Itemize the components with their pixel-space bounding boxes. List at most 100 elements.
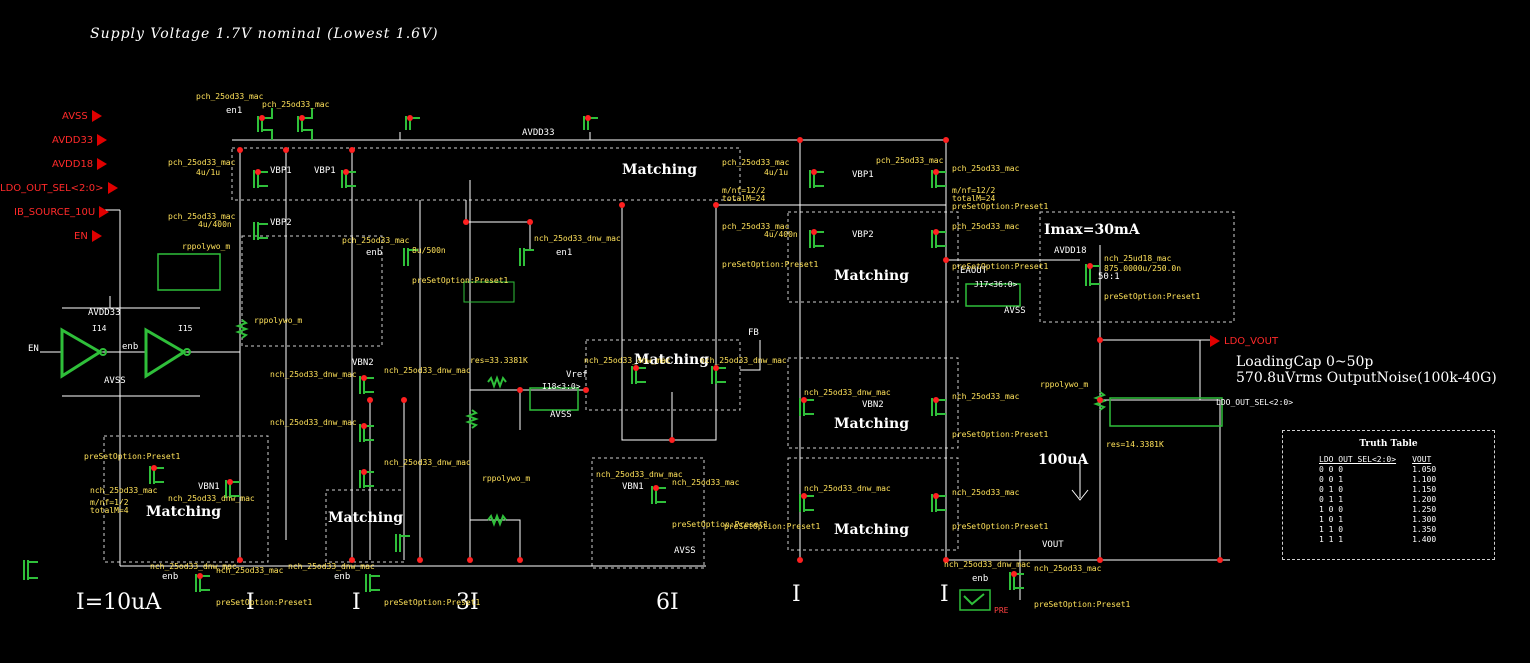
dev-label: nch_25od33_dnw_mac [384, 458, 471, 467]
matching-label-top: Matching [622, 162, 698, 178]
resistor-r-ladder [235, 319, 249, 339]
inst-ratio: 50:1 [1098, 272, 1120, 282]
dev-label: pch_25od33_mac [722, 158, 790, 167]
nmos-m3 [799, 398, 814, 416]
dev-label: preSetOption:Preset1 [724, 522, 821, 531]
dev-label: pch_25od33_mac [952, 164, 1020, 173]
table-cell: 1.400 [1412, 535, 1437, 544]
pin-label: AVSS [62, 111, 88, 122]
nmos-m8 [225, 480, 240, 498]
dev-label: totalM=4 [90, 506, 129, 515]
net-vbp1-l: VBP1 [270, 166, 292, 176]
pin-label: EN [74, 231, 88, 242]
net-enb-2: enb [366, 248, 383, 258]
current-i-2: I [352, 590, 361, 615]
dev-label: preSetOption:Preset1 [384, 598, 481, 607]
net-fb: FB [748, 328, 759, 338]
net-avss-inv: AVSS [104, 376, 126, 386]
net-avdd18: AVDD18 [1054, 246, 1087, 256]
inst-i15: I15 [178, 324, 193, 333]
table-cell: 1.050 [1412, 465, 1437, 474]
pin-avss[interactable]: AVSS [62, 110, 102, 122]
dev-label: pch_25od33_mac [168, 158, 236, 167]
matching-label-r2: Matching [834, 416, 910, 432]
nmos-m33 [1009, 572, 1024, 590]
truth-table-header: VOUT [1412, 455, 1432, 464]
dev-label: nch_25od33_dnw_mac [944, 560, 1031, 569]
dev-label: nch_25od33_dnw_mac [270, 370, 357, 379]
dev-label: rppolywo_m [254, 316, 303, 325]
dev-label: m/nf=12/2 [952, 186, 996, 195]
net-en: EN [28, 344, 39, 354]
pin-ldo-vout[interactable]: LDO_VOUT [1210, 335, 1278, 347]
dev-label: nch_25od33_mac [952, 392, 1020, 401]
dev-label: nch_25od33_mac [672, 478, 740, 487]
bias-current-label: I=10uA [76, 590, 162, 615]
nmos-m28 [799, 494, 814, 512]
res-bank-block [965, 283, 1021, 307]
dev-label: m/nf=1/2 [90, 498, 129, 507]
dev-label: preSetOption:Preset1 [952, 522, 1049, 531]
matching-box-diffpair [585, 339, 741, 411]
dev-label: rppolywo_m [482, 474, 531, 483]
pin-en[interactable]: EN [74, 230, 102, 242]
matching-box-right-top [787, 211, 959, 303]
dev-label: preSetOption:Preset1 [1104, 292, 1201, 301]
table-cell: 1.150 [1412, 485, 1437, 494]
table-cell: 1 1 0 [1319, 525, 1344, 534]
loading-cap-label: LoadingCap 0~50p [1236, 354, 1374, 370]
pmos-m23 [519, 248, 534, 266]
pmos-m24 [403, 248, 418, 266]
nmos-m9 [359, 424, 374, 442]
dev-label: pch_25od33_mac [722, 222, 790, 231]
bias-res-block [157, 253, 221, 291]
dev-label: preSetOption:Preset1 [672, 520, 769, 529]
dashed-boxes [103, 147, 1235, 569]
nmos-m27 [931, 398, 946, 416]
current-i-4: I [940, 582, 949, 607]
pmos-m7 [253, 222, 268, 240]
res-div-box [241, 235, 383, 347]
pin-label: AVDD33 [52, 135, 94, 146]
dev-label: preSetOption:Preset1 [722, 260, 819, 269]
output-noise-label: 570.8uVrms OutputNoise(100k-40G) [1236, 370, 1497, 386]
dev-label: pch_25od33_mac [876, 156, 944, 165]
bias-res-block-2 [463, 281, 515, 303]
dev-label: 4u/1u [196, 168, 221, 177]
load-current-arrow-icon [1071, 489, 1089, 501]
dev-label: res=14.3381K [1106, 440, 1164, 449]
truth-table-header: LDO_OUT_SEL<2:0> [1319, 455, 1397, 464]
net-en1-2: en1 [556, 248, 573, 258]
net-enb-4: enb [334, 572, 351, 582]
dev-label: m/nf=12/2 [722, 186, 766, 195]
pin-avdd18[interactable]: AVDD18 [52, 158, 108, 170]
net-avss-cs: AVSS [674, 546, 696, 556]
net-vbp2-l: VBP2 [270, 218, 292, 228]
pin-ib-source[interactable]: IB_SOURCE_10U [14, 206, 110, 218]
dev-label: nch_25od33_dnw_mac [596, 470, 683, 479]
dev-label: 8u/500n [412, 246, 446, 255]
dev-label: preSetOption:Preset1 [952, 262, 1049, 271]
devices [23, 108, 1223, 611]
dev-label: nch_25od33_mac [952, 488, 1020, 497]
probe-icon [963, 593, 985, 606]
dev-label: totalM=24 [952, 194, 996, 203]
dev-label: preSetOption:Preset1 [412, 276, 509, 285]
net-avdd33-inv: AVDD33 [88, 308, 121, 318]
pin-ldo-out-sel[interactable]: LDO_OUT_SEL<2:0> [0, 182, 118, 194]
pin-avdd33[interactable]: AVDD33 [52, 134, 108, 146]
wires [40, 132, 1230, 600]
table-cell: 1 1 1 [1319, 535, 1344, 544]
net-enb-1: enb [122, 342, 139, 352]
dev-label: nch_25od33_mac [1034, 564, 1102, 573]
nmos-m5 [359, 470, 374, 488]
pmos-m4 [253, 170, 268, 188]
net-eaout: EAOUT [960, 266, 988, 276]
dev-label: nch_25od33_dnw_mac [804, 484, 891, 493]
matching-box-mid-bot [325, 489, 405, 563]
inst-i14: I14 [92, 324, 107, 333]
current-6i: 6I [656, 590, 679, 615]
pmos-m15 [257, 108, 273, 140]
